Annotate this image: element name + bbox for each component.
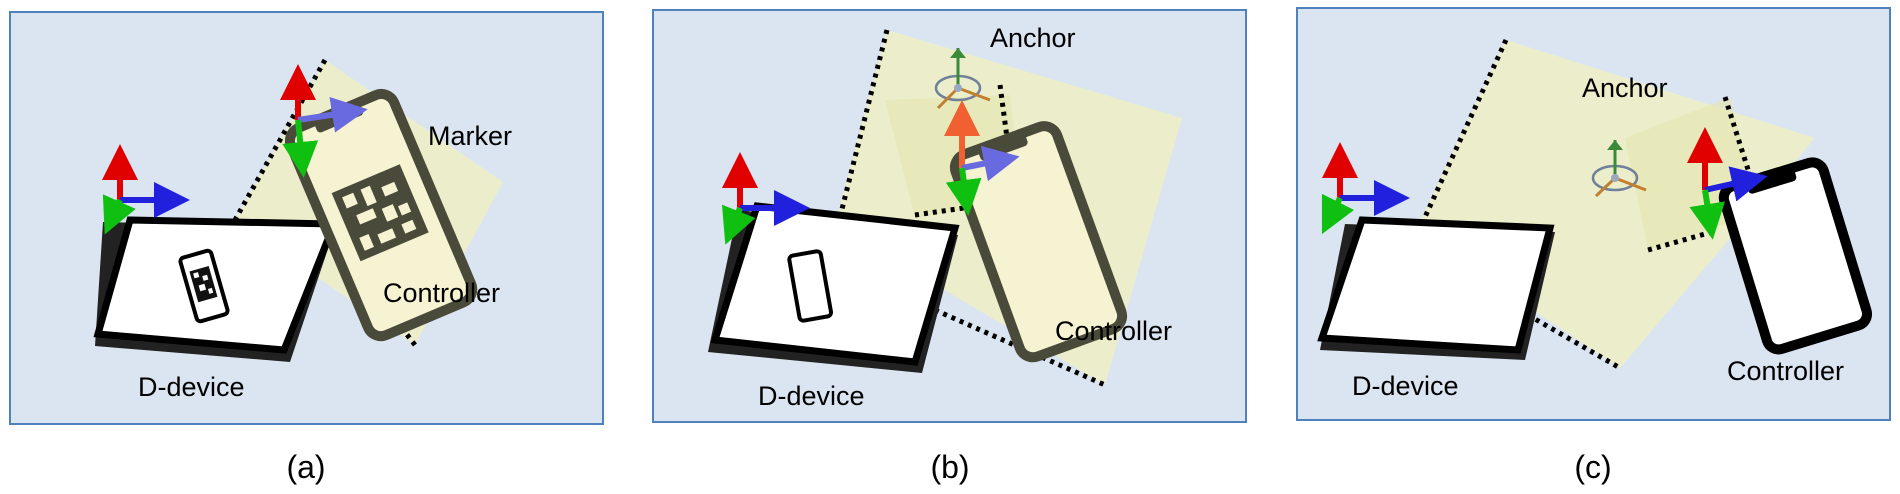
- panel-b-ddevice-axes: [721, 152, 810, 245]
- panel-a-marker-pattern: [331, 164, 429, 262]
- panel-b-field-edge-left: [835, 29, 890, 226]
- panel-c-caption: (c): [1574, 449, 1611, 485]
- panel-c-label-anchor: Anchor: [1582, 73, 1668, 103]
- panel-b-phone-on-tablet: [787, 249, 834, 323]
- panel-a-controller-axes: [280, 64, 368, 178]
- panel-c-field-edge-left: [1417, 38, 1509, 230]
- panel-c-anchor-icon: [1591, 140, 1647, 198]
- panel-b: Anchor Controller D-device (b): [652, 9, 1247, 485]
- panel-c: Anchor Controller D-device (c): [1296, 7, 1891, 485]
- panel-b-label-ddevice: D-device: [758, 381, 865, 411]
- panel-a: Marker Controller D-device (a): [9, 11, 604, 485]
- panel-a-ddevice-axes: [102, 144, 190, 235]
- panel-c-ddevice-axes: [1321, 142, 1410, 235]
- panel-a-phone-on-tablet: [178, 248, 230, 324]
- panel-b-ddevice-tablet: [710, 202, 960, 366]
- panel-c-label-controller: Controller: [1727, 356, 1844, 386]
- panel-b-label-anchor: Anchor: [990, 23, 1076, 53]
- panel-a-label-controller: Controller: [383, 278, 500, 308]
- panel-c-controller-axes: [1687, 127, 1768, 240]
- panel-a-caption: (a): [286, 449, 325, 485]
- panel-c-label-ddevice: D-device: [1352, 371, 1459, 401]
- panel-b-anchor-icon: [934, 48, 991, 110]
- panel-a-label-marker: Marker: [428, 121, 512, 151]
- panel-b-label-controller: Controller: [1055, 316, 1172, 346]
- panel-b-caption: (b): [930, 449, 969, 485]
- panel-c-controller-phone: [1718, 157, 1873, 355]
- panel-a-controller-phone: [284, 88, 478, 342]
- panel-b-controller-axes: [944, 100, 1020, 216]
- panel-b-anchor-field-edge-bottom: [914, 202, 986, 218]
- panel-c-ddevice-tablet: [1317, 216, 1555, 354]
- panel-a-label-ddevice: D-device: [138, 372, 245, 402]
